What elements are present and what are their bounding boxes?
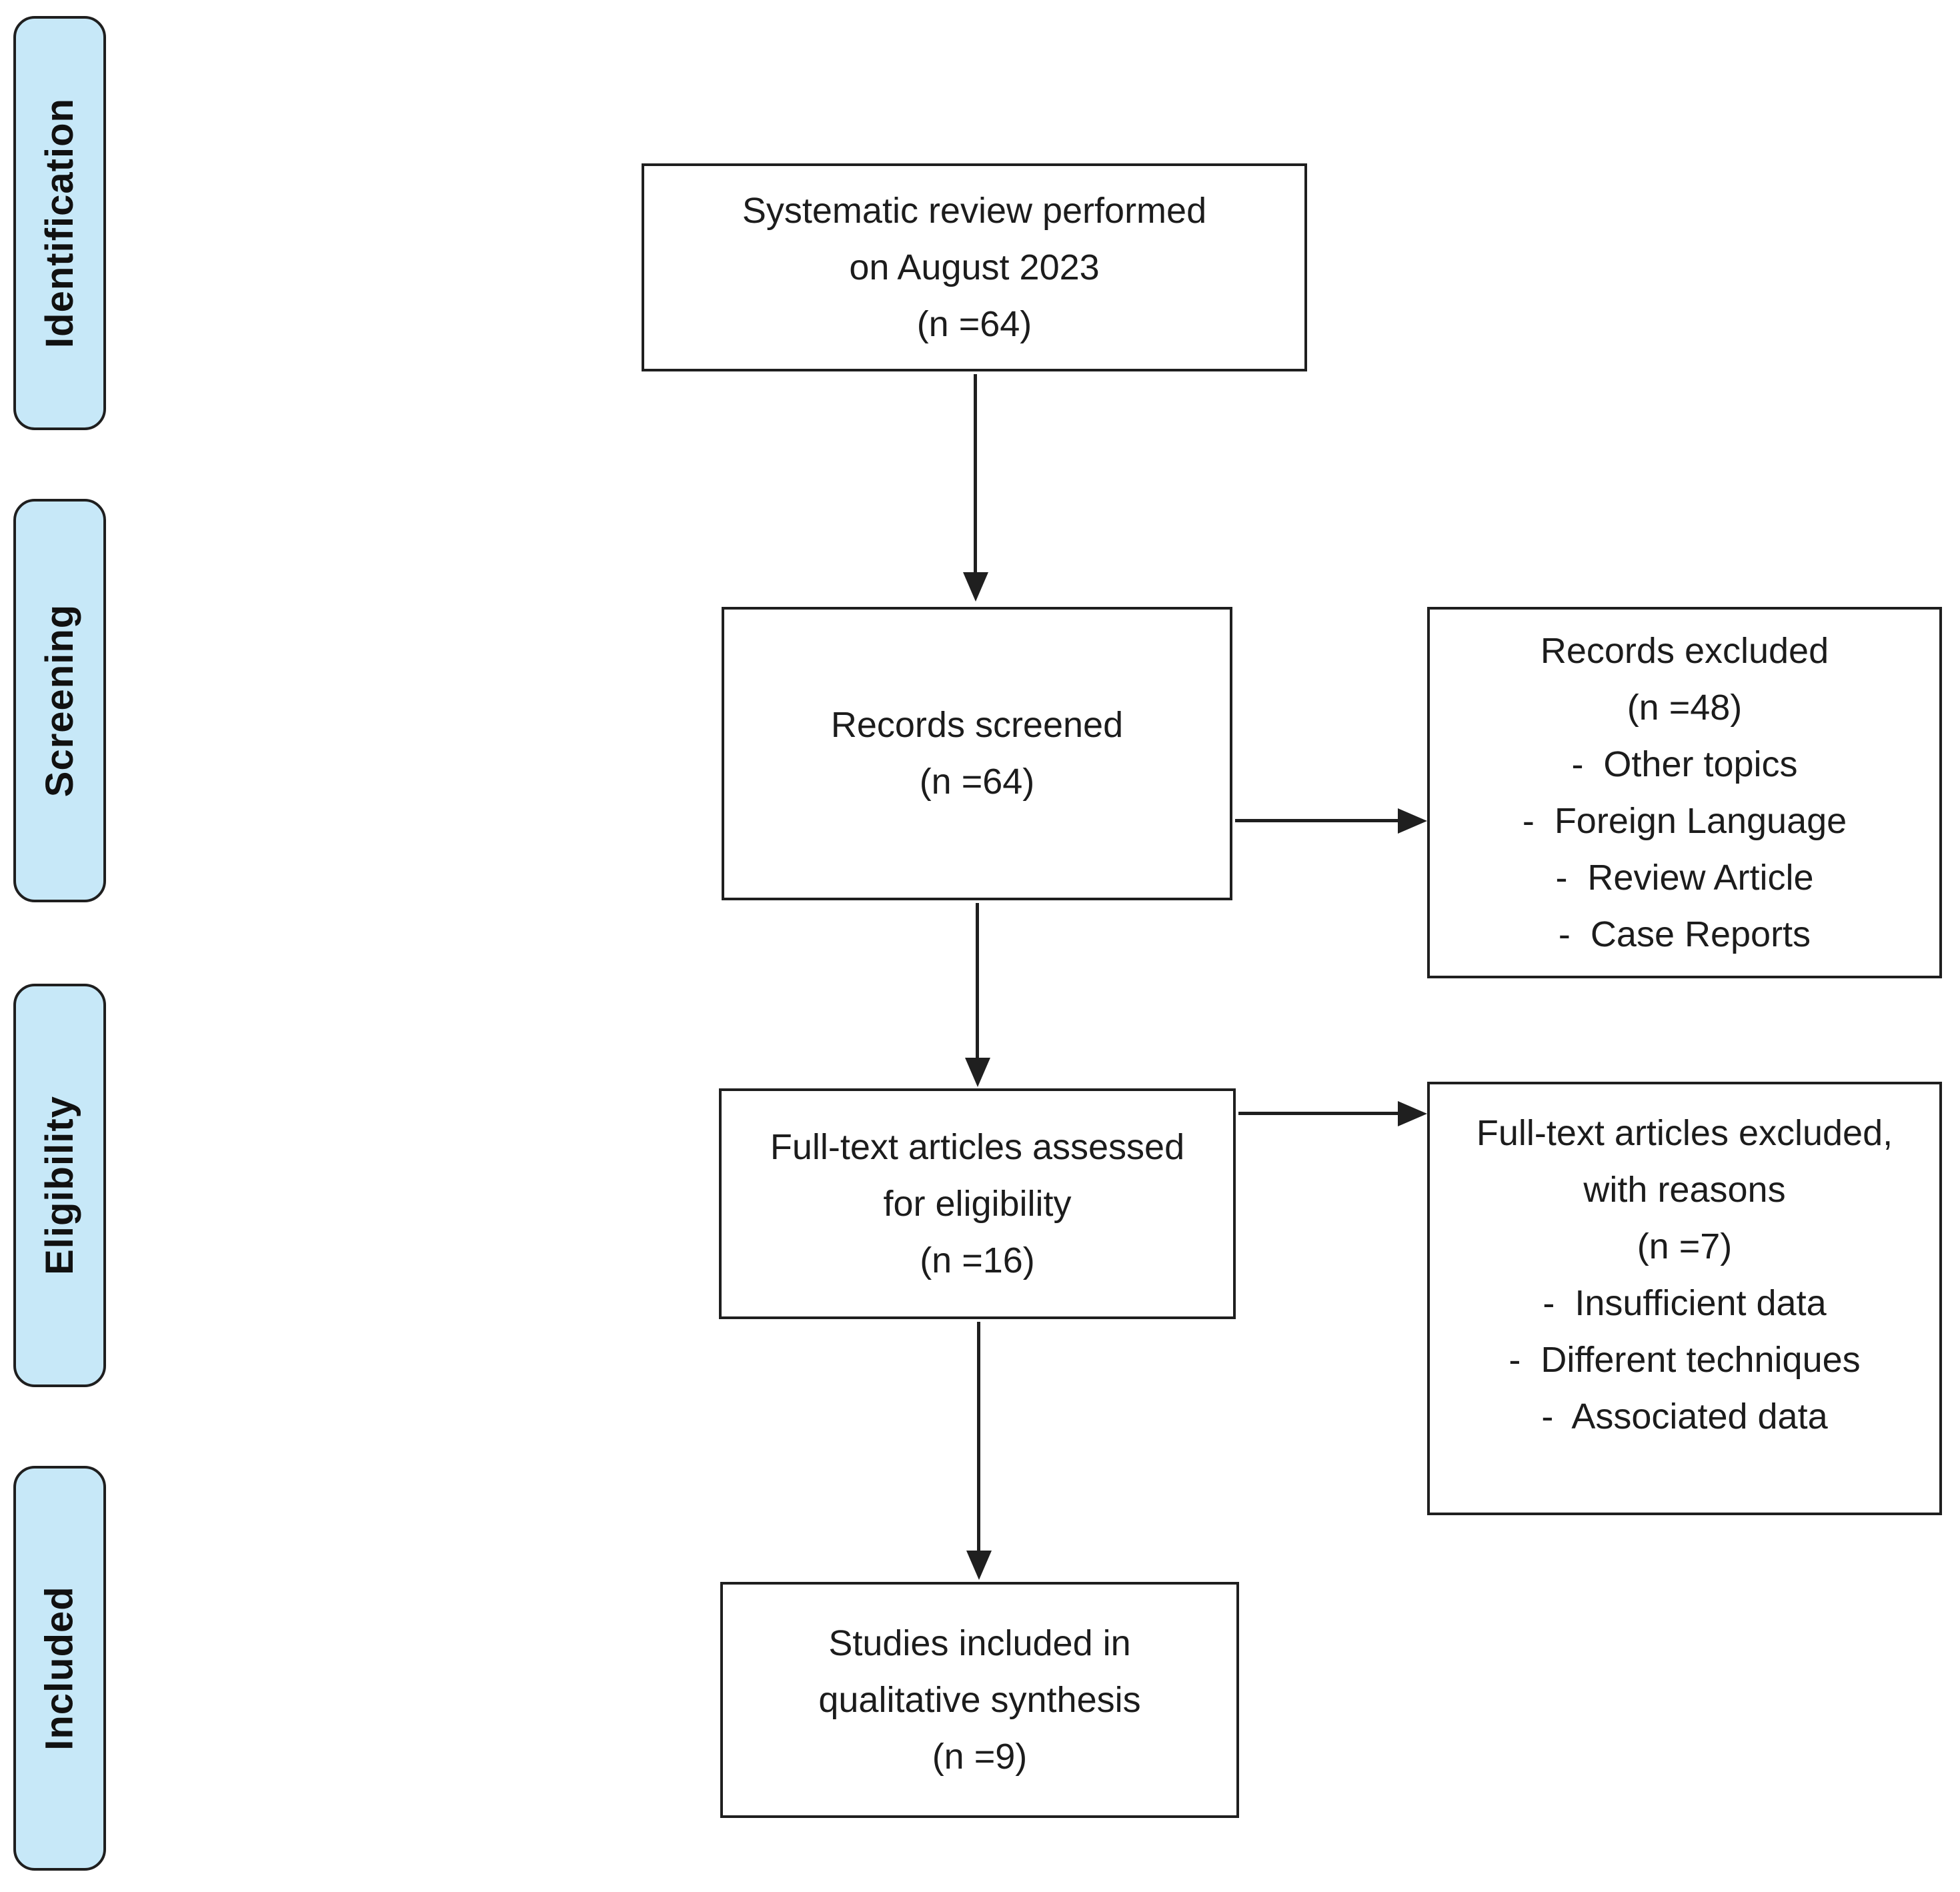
arrow-screened-to-fulltext-line xyxy=(976,903,979,1060)
arrowhead-down-icon xyxy=(963,572,988,602)
stage-identification: Identification xyxy=(13,16,106,430)
box-line: (n =64) xyxy=(919,762,1035,802)
arrow-screened-to-excluded-line xyxy=(1235,819,1399,822)
box-line: (n =48) xyxy=(1627,687,1743,728)
box-systematic-review: Systematic review performed on August 20… xyxy=(642,163,1307,371)
arrow-fulltext-to-included-line xyxy=(977,1322,980,1553)
stage-identification-label: Identification xyxy=(38,98,82,348)
box-line-bullet: - Associated data xyxy=(1541,1396,1828,1437)
stage-screening-label: Screening xyxy=(38,604,81,798)
stage-included: Included xyxy=(13,1466,106,1871)
box-line: Systematic review performed xyxy=(742,190,1207,231)
box-line: (n =16) xyxy=(920,1240,1035,1280)
box-line: Studies included in xyxy=(828,1623,1131,1663)
stage-eligibility: Eligibility xyxy=(13,984,106,1387)
box-fulltext-excluded: Full-text articles excluded, with reason… xyxy=(1427,1082,1942,1515)
box-line: (n =7) xyxy=(1637,1226,1733,1266)
box-line: qualitative synthesis xyxy=(818,1679,1141,1720)
box-line-bullet: - Other topics xyxy=(1571,744,1798,784)
box-studies-included: Studies included in qualitative synthesi… xyxy=(720,1582,1239,1818)
stage-included-label: Included xyxy=(38,1586,81,1751)
box-line-bullet: - Foreign Language xyxy=(1522,800,1847,841)
box-line: (n =64) xyxy=(916,303,1032,344)
stage-eligibility-label: Eligibility xyxy=(38,1096,81,1275)
box-line-bullet: - Review Article xyxy=(1555,857,1814,898)
arrowhead-right-icon xyxy=(1398,808,1427,834)
arrowhead-right-icon xyxy=(1398,1101,1427,1126)
box-records-screened: Records screened (n =64) xyxy=(722,607,1232,900)
box-line: Records screened xyxy=(830,705,1124,745)
arrowhead-down-icon xyxy=(965,1058,990,1087)
box-fulltext-assessed: Full-text articles assessed for eligibil… xyxy=(719,1088,1236,1319)
box-line-bullet: - Case Reports xyxy=(1558,914,1811,954)
box-line-bullet: - Different techniques xyxy=(1509,1340,1861,1380)
stage-screening: Screening xyxy=(13,499,106,902)
box-records-excluded: Records excluded (n =48) - Other topics … xyxy=(1427,607,1942,978)
arrowhead-down-icon xyxy=(966,1551,992,1580)
box-line: for eligibility xyxy=(883,1183,1072,1224)
box-line: (n =9) xyxy=(932,1736,1028,1777)
arrow-systematic-to-screened-line xyxy=(974,374,977,574)
arrow-fulltext-to-excluded-line xyxy=(1238,1112,1399,1115)
box-line: Full-text articles assessed xyxy=(770,1126,1185,1167)
box-line: on August 2023 xyxy=(849,247,1100,287)
box-line: with reasons xyxy=(1583,1170,1786,1210)
box-line-bullet: - Insufficient data xyxy=(1543,1283,1827,1323)
box-line: Records excluded xyxy=(1540,630,1829,671)
box-line: Full-text articles excluded, xyxy=(1476,1113,1893,1153)
